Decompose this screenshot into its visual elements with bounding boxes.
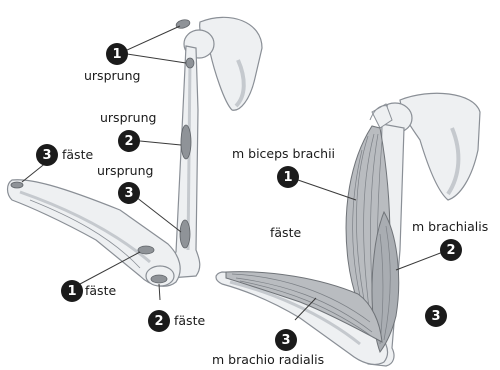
attach-ulna	[151, 275, 167, 283]
attach-forearm-distal	[11, 182, 23, 188]
attach-scapula	[175, 18, 191, 29]
marker-badge-3-faste: 3	[36, 144, 58, 166]
badge-biceps-brachii: 1	[277, 166, 299, 188]
marker-badge-2-faste: 2	[148, 310, 170, 332]
badge-brachioradialis: 3	[275, 329, 297, 351]
attach-radius	[138, 246, 154, 254]
marker-badge-3-ursprung: 3	[118, 182, 140, 204]
label-brachialis: m brachialis	[412, 219, 488, 234]
badge-extra-3: 3	[425, 305, 447, 327]
label-biceps-brachii: m biceps brachii	[232, 146, 335, 161]
label-faste-2: fäste	[174, 313, 205, 328]
right-scapula	[400, 93, 480, 200]
label-faste-3: fäste	[62, 147, 93, 162]
label-faste-1: fäste	[85, 283, 116, 298]
attach-humerus-low	[180, 220, 190, 248]
marker-badge-2-ursprung: 2	[118, 130, 140, 152]
marker-badge-1-faste: 1	[61, 280, 83, 302]
label-ursprung-1: ursprung	[84, 68, 140, 83]
marker-badge-1-ursprung: 1	[106, 43, 128, 65]
label-center-faste: fäste	[270, 225, 301, 240]
left-scapula	[200, 17, 262, 110]
attach-humerus-top	[186, 58, 194, 68]
badge-brachialis: 2	[440, 239, 462, 261]
label-ursprung-2: ursprung	[100, 110, 156, 125]
attach-humerus-mid	[181, 125, 191, 159]
label-brachioradialis: m brachio radialis	[212, 352, 324, 367]
label-ursprung-3: ursprung	[97, 163, 153, 178]
